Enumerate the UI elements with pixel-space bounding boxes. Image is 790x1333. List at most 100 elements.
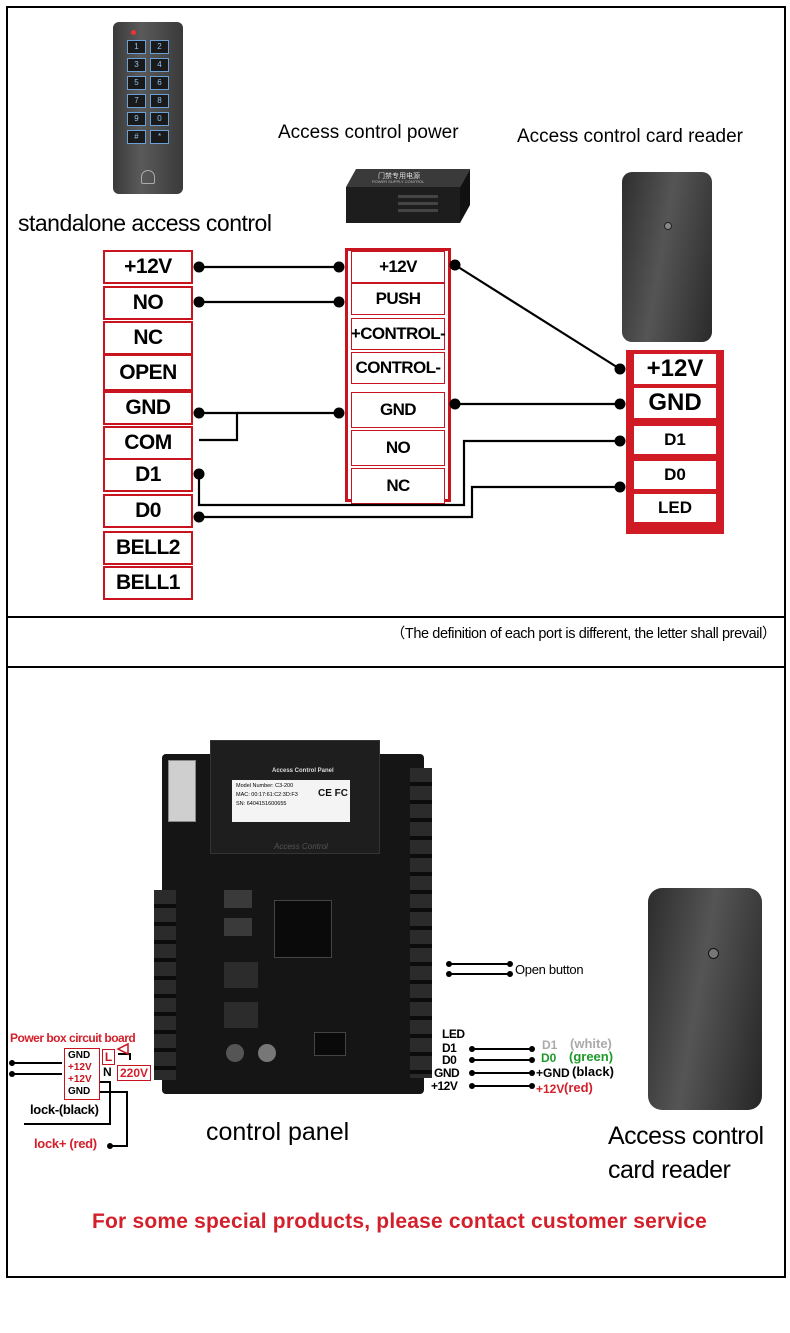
keypad-key: * xyxy=(150,130,169,144)
power-port: +CONTROL- xyxy=(350,318,446,350)
keypad-key: 5 xyxy=(127,76,146,90)
power-box-L: L xyxy=(102,1049,115,1065)
reader-port: LED xyxy=(634,494,716,522)
standalone-port-label: NO xyxy=(132,291,164,314)
reader-led xyxy=(664,222,672,230)
standalone-port: OPEN xyxy=(103,354,193,391)
reader-wire-color: (red) xyxy=(564,1080,593,1095)
power-supply-image: 门禁专用电源 POWER SUPPLY CONTROL xyxy=(338,165,478,227)
power-port: NC xyxy=(351,468,445,504)
keypad-key: 0 xyxy=(150,112,169,126)
reader-label-line2: card reader xyxy=(608,1156,731,1184)
standalone-port: NC xyxy=(103,321,193,355)
power-box-subtext: POWER SUPPLY CONTROL xyxy=(372,179,425,184)
keypad-key: 9 xyxy=(127,112,146,126)
panel-sn: SN: 6404151600655 xyxy=(236,801,287,807)
standalone-port-label: +12V xyxy=(124,255,172,278)
reader-port: D1 xyxy=(634,426,716,454)
arrow-icon xyxy=(116,1042,129,1056)
power-box-row: +12V xyxy=(68,1074,92,1085)
power-title: Access control power xyxy=(278,122,459,143)
panel-mac: MAC: 00:17:61:C2:3D:F3 xyxy=(236,792,298,798)
panel-pin-label: LED xyxy=(442,1027,465,1041)
standalone-port: D1 xyxy=(103,458,193,492)
standalone-port-label: BELL2 xyxy=(115,536,181,559)
power-port: +12V xyxy=(351,251,445,283)
power-port-label: +CONTROL- xyxy=(350,324,446,343)
reader-wire-color: (green) xyxy=(569,1049,614,1064)
standalone-port: BELL1 xyxy=(103,566,193,600)
power-box-row: +12V xyxy=(68,1062,92,1073)
standalone-port-label: NC xyxy=(133,326,163,349)
control-panel-label: control panel xyxy=(206,1118,350,1146)
open-button-label: Open button xyxy=(515,962,584,977)
standalone-title: standalone access control xyxy=(18,210,272,236)
standalone-port-label: D1 xyxy=(135,463,161,486)
bell-icon xyxy=(141,170,155,184)
standalone-port-label: COM xyxy=(124,431,172,454)
keypad-key: # xyxy=(127,130,146,144)
power-port-label: NO xyxy=(385,438,411,457)
panel-logos: CE FC xyxy=(318,788,348,799)
panel-brand: Access Control xyxy=(274,842,328,851)
power-port: CONTROL- xyxy=(351,352,445,384)
panel-label: Access Control Panel xyxy=(272,768,334,774)
panel-pin-label: +12V xyxy=(431,1079,458,1093)
standalone-port: +12V xyxy=(103,250,193,284)
standalone-port: GND xyxy=(103,391,193,425)
keypad-led xyxy=(131,30,136,35)
panel-pin-label: GND xyxy=(434,1066,460,1080)
power-box-voltage: 220V xyxy=(117,1065,152,1081)
power-box-LN: L N xyxy=(100,1048,116,1080)
port-definition-note: （The definition of each port is differen… xyxy=(390,626,777,642)
reader-port-label: LED xyxy=(658,498,692,517)
standalone-port-label: GND xyxy=(125,396,171,419)
power-port-label: NC xyxy=(386,476,410,495)
power-box-row: GND xyxy=(68,1086,91,1097)
power-box-text: 门禁专用电源 xyxy=(378,172,420,180)
power-port-label: GND xyxy=(380,400,417,419)
keypad-key: 2 xyxy=(150,40,169,54)
reader-port: D0 xyxy=(634,461,716,489)
reader-wire-pin: D0 xyxy=(541,1051,557,1065)
power-port: GND xyxy=(351,392,445,428)
standalone-port-label: D0 xyxy=(135,499,161,522)
power-box-table xyxy=(64,1048,100,1100)
lock-minus-label: lock-(black) xyxy=(30,1102,99,1117)
power-port: PUSH xyxy=(351,283,445,315)
power-box-N: N xyxy=(103,1065,112,1079)
keypad-key: 8 xyxy=(150,94,169,108)
standalone-port-label: OPEN xyxy=(119,360,177,384)
reader-port-label: D0 xyxy=(664,465,686,484)
reader-port-label: GND xyxy=(648,389,702,416)
reader-wire-pin: +GND xyxy=(536,1066,570,1080)
power-box-row: GND xyxy=(68,1050,91,1061)
reader-wire-color: (black) xyxy=(572,1064,614,1079)
keypad-key: 7 xyxy=(127,94,146,108)
reader-port: +12V xyxy=(634,354,716,384)
power-port-label: PUSH xyxy=(375,289,421,308)
card-reader-image-top xyxy=(622,172,712,342)
power-port-label: +12V xyxy=(379,257,417,276)
power-box-title: Power box circuit board xyxy=(10,1031,136,1045)
standalone-port: BELL2 xyxy=(103,531,193,565)
panel-sticker: Model Number: C3-200 MAC: 00:17:61:C2:3D… xyxy=(232,780,350,822)
reader-wire-pin: D1 xyxy=(542,1038,558,1052)
top-wiring xyxy=(193,259,626,523)
keypad-key: 1 xyxy=(127,40,146,54)
standalone-port: NO xyxy=(103,286,193,320)
reader-port-label: D1 xyxy=(664,430,686,449)
control-panel-board-image: Access Control Panel Model Number: C3-20… xyxy=(154,740,432,1102)
reader-port: GND xyxy=(634,388,716,418)
panel-model: Model Number: C3-200 xyxy=(236,783,294,789)
lock-plus-label: lock+ (red) xyxy=(34,1136,97,1151)
reader-led-bottom xyxy=(708,948,719,959)
panel-pin-label: D1 xyxy=(442,1041,457,1055)
reader-wire-color: (white) xyxy=(570,1036,612,1051)
reader-title: Access control card reader xyxy=(517,126,743,147)
bottom-diagram-frame xyxy=(6,666,786,1278)
power-port-label: CONTROL- xyxy=(355,358,442,377)
